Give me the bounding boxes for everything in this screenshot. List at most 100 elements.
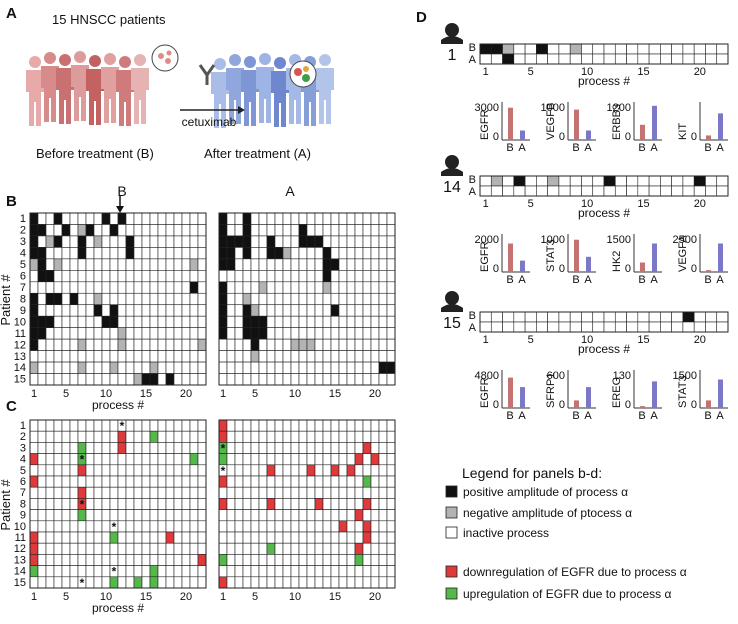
grid-b-cell xyxy=(45,350,55,363)
grid-c-a-cell xyxy=(346,464,356,477)
grid-c-a-cell xyxy=(250,542,260,555)
grid-c-a-cell xyxy=(290,453,300,466)
significance-star: * xyxy=(80,576,85,590)
grid-c-a-cell xyxy=(346,419,356,432)
process-strip-cell xyxy=(547,53,560,65)
grid-b-cell xyxy=(77,292,87,306)
grid-c-a-cell xyxy=(242,576,252,589)
x-tick: 1 xyxy=(220,591,226,603)
grid-b-cell xyxy=(125,373,135,386)
grid-b-cell xyxy=(181,292,191,306)
process-strip-cell xyxy=(490,43,503,55)
process-strip-cell xyxy=(660,53,672,65)
grid-a-cell xyxy=(346,212,356,225)
panel-d-xlabel: process # xyxy=(578,342,630,356)
process-strip-cell xyxy=(502,321,515,333)
patient-tick: 3 xyxy=(20,442,26,454)
grid-c-a-cell xyxy=(370,542,380,555)
grid-b-cell xyxy=(125,258,135,271)
bar-before xyxy=(706,400,711,408)
grid-c-b-cell xyxy=(93,442,103,454)
grid-c-a-cell xyxy=(282,520,292,533)
grid-b-cell xyxy=(125,224,135,237)
grid-c-b-cell xyxy=(85,486,95,499)
grid-a-cell xyxy=(250,258,260,271)
grid-a-cell xyxy=(250,224,260,237)
grid-c-a-cell xyxy=(290,509,300,522)
grid-b-cell xyxy=(117,281,127,294)
grid-a-cell xyxy=(378,224,388,237)
grid-a-cell xyxy=(274,315,284,328)
grid-b-cell xyxy=(109,235,119,248)
grid-a-cell xyxy=(242,212,252,225)
person-after-body xyxy=(211,72,229,128)
grid-a-cell xyxy=(266,304,276,317)
grid-c-a-cell xyxy=(218,565,228,578)
grid-b-cell xyxy=(101,338,111,351)
bar-after xyxy=(520,260,525,272)
grid-c-b-cell xyxy=(141,531,151,544)
process-strip-cell xyxy=(626,175,639,187)
grid-c-a-cell xyxy=(354,531,364,544)
x-tick: 20 xyxy=(369,591,381,603)
grid-c-a-cell xyxy=(362,565,372,578)
grid-c-a-cell xyxy=(258,520,268,533)
grid-c-a-cell xyxy=(354,430,364,443)
bar-tick-b: B xyxy=(506,142,513,154)
grid-b-cell xyxy=(173,247,183,260)
grid-c-b-cell xyxy=(197,486,207,499)
grid-a-cell xyxy=(290,281,300,294)
grid-a-cell xyxy=(274,373,284,386)
grid-c-a-cell xyxy=(258,565,268,578)
grid-a-cell xyxy=(242,361,252,374)
grid-b-cell xyxy=(61,327,71,340)
grid-c-b-cell xyxy=(53,464,63,477)
grid-a-cell xyxy=(226,373,236,386)
grid-a-cell xyxy=(322,292,332,306)
grid-a-cell xyxy=(258,373,268,386)
grid-b-cell xyxy=(93,270,103,283)
grid-c-a-cell xyxy=(314,475,324,488)
tumor-before-icon xyxy=(165,58,171,64)
grid-c-b-cell xyxy=(149,419,159,432)
grid-b-cell xyxy=(189,235,199,248)
grid-c-b-cell xyxy=(189,453,199,466)
grid-c-a-cell xyxy=(250,509,260,522)
grid-b-cell xyxy=(29,373,39,386)
grid-a-cell xyxy=(346,304,356,317)
x-tick: 20 xyxy=(369,388,381,400)
axis-max: 2500 xyxy=(673,234,697,246)
grid-b-cell xyxy=(125,304,135,317)
grid-b-cell xyxy=(109,224,119,237)
grid-b-cell xyxy=(109,361,119,374)
grid-b-cell xyxy=(149,338,159,351)
grid-b-cell xyxy=(45,212,55,225)
grid-c-a-cell xyxy=(386,430,396,443)
grid-c-a-cell xyxy=(314,542,324,555)
bar-tick-a: A xyxy=(584,142,592,154)
grid-b-cell xyxy=(45,224,55,237)
grid-a-cell xyxy=(370,270,380,283)
process-strip-cell xyxy=(693,53,706,65)
grid-c-a-cell xyxy=(322,442,332,454)
grid-a-cell xyxy=(234,350,244,363)
grid-b-cell xyxy=(93,315,103,328)
grid-c-b-cell xyxy=(61,419,71,432)
grid-a-cell xyxy=(298,212,308,225)
grid-a-cell xyxy=(258,315,268,328)
x-tick: 20 xyxy=(694,198,706,210)
grid-a-cell xyxy=(290,373,300,386)
grid-b-cell xyxy=(157,212,167,225)
grid-c-b-cell xyxy=(189,464,199,477)
x-tick: 15 xyxy=(637,334,649,346)
x-tick: 15 xyxy=(329,591,341,603)
grid-c-a-cell xyxy=(274,565,284,578)
grid-c-a-cell xyxy=(322,520,332,533)
grid-a-cell xyxy=(218,270,228,283)
grid-b-cell xyxy=(53,361,63,374)
grid-a-cell xyxy=(290,315,300,328)
process-strip-cell xyxy=(716,53,729,65)
grid-c-b-cell xyxy=(157,509,167,522)
grid-a-cell xyxy=(250,270,260,283)
grid-c-b-cell xyxy=(133,430,143,443)
